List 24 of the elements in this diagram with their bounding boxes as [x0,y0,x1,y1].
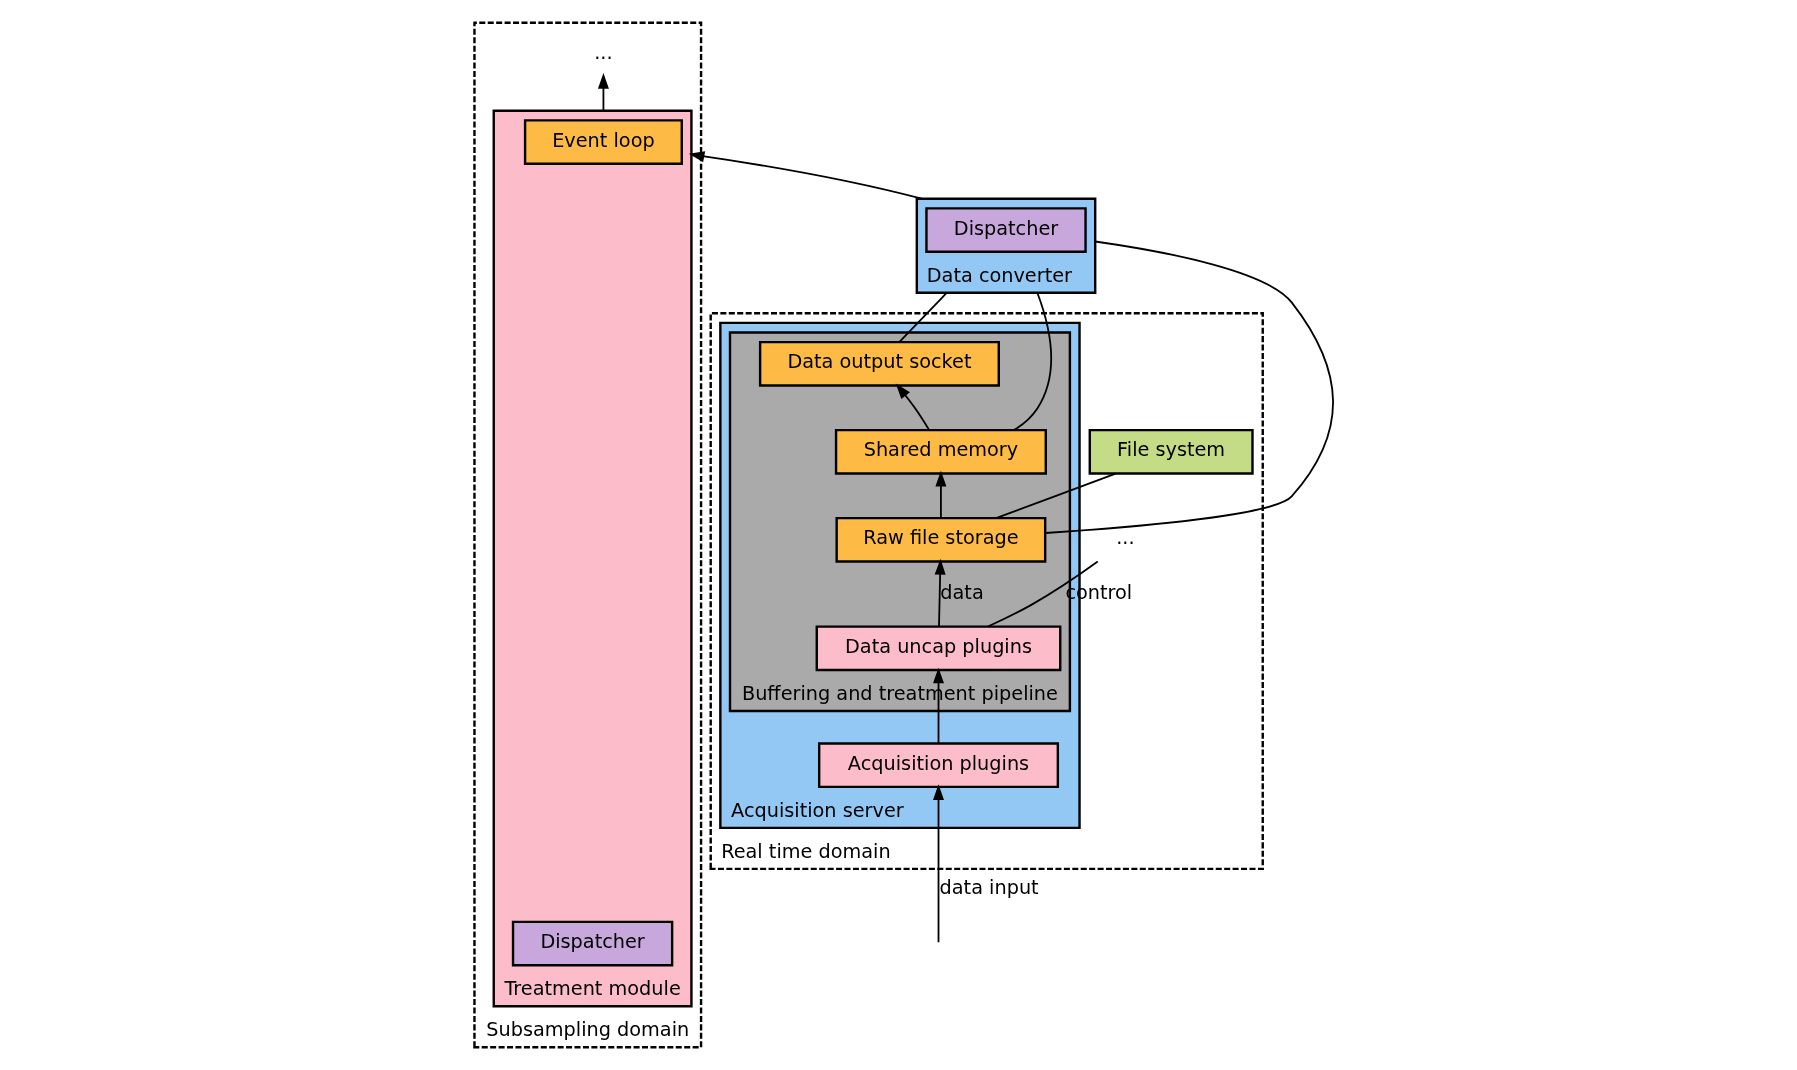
node-box: Data uncap plugins [815,625,1061,672]
node-box: Event loop [523,119,683,165]
node-text: ... [1115,526,1135,550]
connector [897,291,948,343]
arrow [934,558,946,628]
node-box: Dispatcher [924,207,1087,253]
arrow [934,470,946,519]
connector [994,472,1117,519]
edge-label: data input [939,875,1039,899]
arrow [688,151,923,200]
node-box: Data output socket [758,340,1000,387]
node-box: Shared memory [834,428,1047,475]
edge-label: data [939,580,984,604]
arrow [597,73,609,112]
node-box: Dispatcher [511,920,673,967]
node-text: ... [593,40,613,64]
node-box: Raw file storage [834,516,1046,563]
node-box: File system [1088,428,1254,475]
arrow [895,383,930,431]
arrow [932,667,944,744]
node-box: Acquisition plugins [817,742,1059,789]
arrow [932,784,944,944]
connector [1012,291,1052,431]
connector [1044,240,1334,534]
